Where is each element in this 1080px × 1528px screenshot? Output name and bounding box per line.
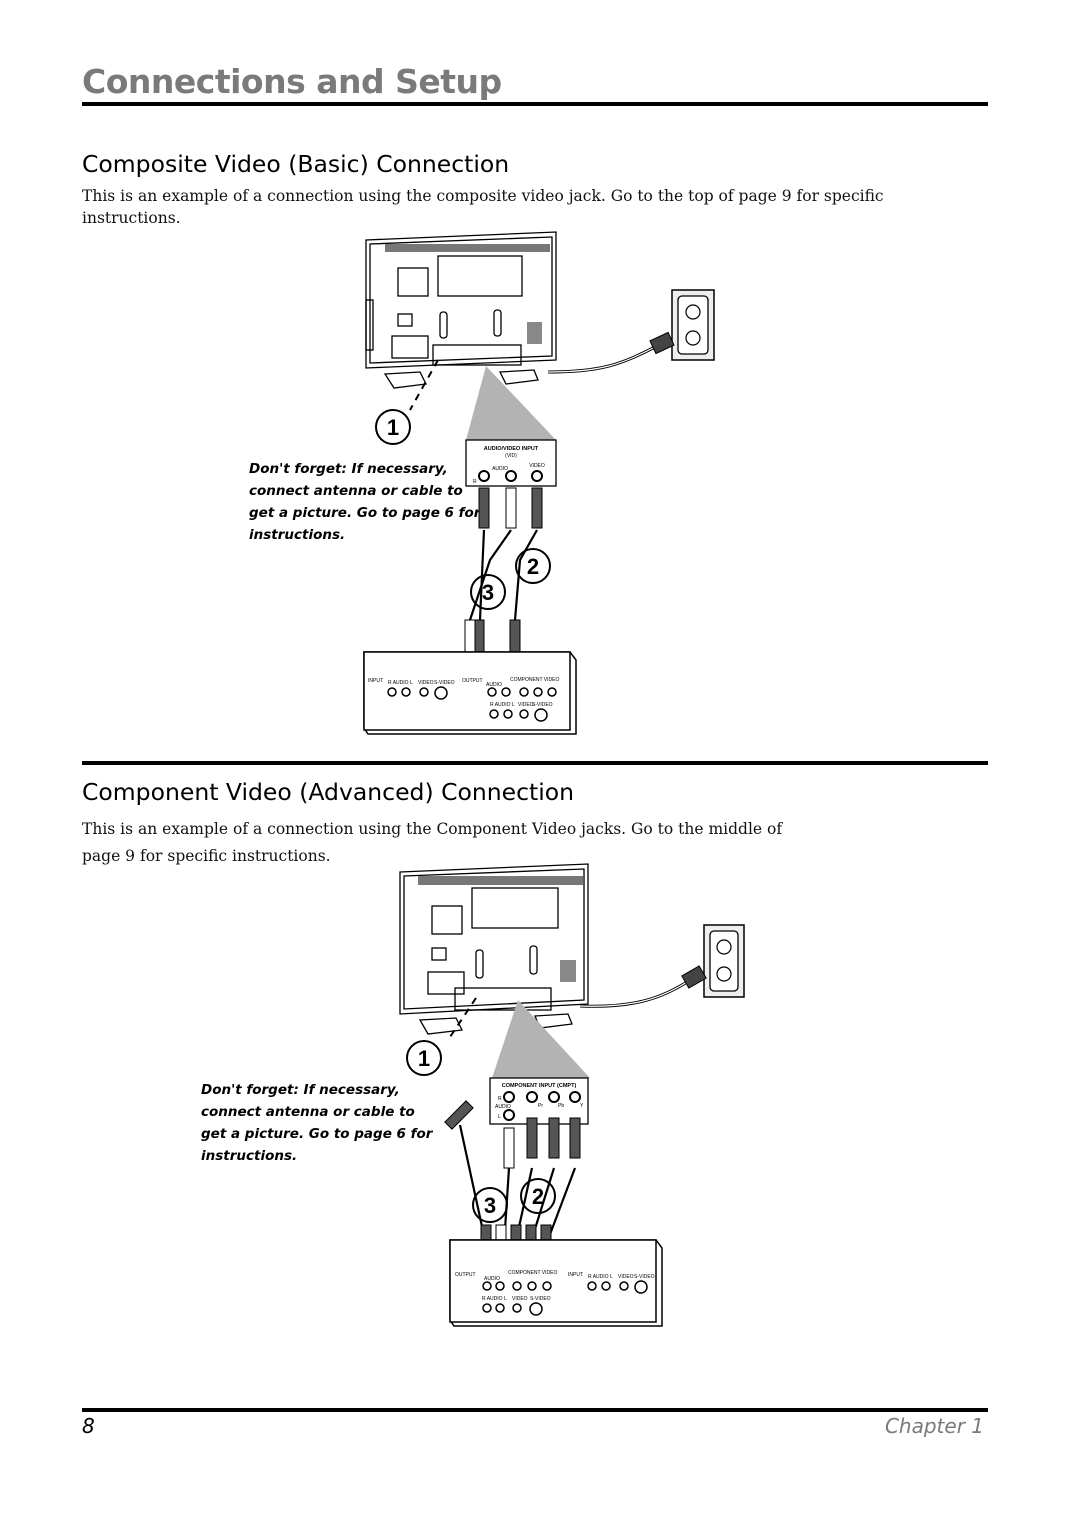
src-raudiol-label: R AUDIO L [388, 680, 413, 686]
callout-3: 3 [472, 1187, 508, 1223]
src-video-label-2: VIDEO [518, 702, 534, 708]
src-video-label: VIDEO [512, 1296, 528, 1302]
callout-2: 2 [515, 548, 551, 584]
cmpt-panel-y: Y [580, 1103, 584, 1109]
body-line: This is an example of a connection using… [82, 820, 783, 838]
tv-back [399, 863, 589, 1035]
av-input-panel: AUDIO/VIDEO INPUT (VID) AUDIO VIDEO R [465, 439, 557, 487]
callout-2-label: 2 [527, 554, 539, 579]
section-body-component: This is an example of a connection using… [82, 816, 982, 870]
note-line: instructions. [249, 527, 346, 543]
src-component-label: COMPONENT VIDEO [508, 1270, 557, 1276]
src-svideo-label-2: S-VIDEO [634, 1274, 655, 1280]
antenna-note: Don't forget: If necessary, connect ante… [249, 458, 480, 546]
note-line: get a picture. Go to page 6 for [201, 1126, 433, 1142]
callout-1-label: 1 [418, 1046, 430, 1071]
zoom-wedge [466, 366, 556, 440]
callout-3-label: 3 [484, 1193, 496, 1218]
src-svideo-label: S-VIDEO [530, 1296, 551, 1302]
av-panel-video: VIDEO [529, 463, 545, 469]
antenna-note: Don't forget: If necessary, connect ante… [201, 1079, 432, 1167]
power-plug [649, 331, 675, 355]
src-audio-label: AUDIO [484, 1276, 500, 1282]
src-raudiol-label: R AUDIO L [482, 1296, 507, 1302]
cmpt-panel-r: R [498, 1096, 502, 1102]
component-input-panel: COMPONENT INPUT (CMPT) R AUDIO L Pr Pb Y [489, 1077, 589, 1125]
src-input-label: INPUT [368, 678, 383, 684]
note-line: Don't forget: If necessary, [249, 461, 448, 477]
cmpt-panel-audio: AUDIO [495, 1104, 511, 1110]
tv-back [365, 231, 557, 389]
src-input-label: INPUT [568, 1272, 583, 1278]
header-rule [82, 102, 988, 106]
wall-outlet [703, 924, 745, 998]
page-number: 8 [82, 1414, 95, 1438]
callout-3-label: 3 [482, 580, 494, 605]
callout-3: 3 [470, 574, 506, 610]
footer-rule [82, 1408, 988, 1412]
callout-2-label: 2 [532, 1184, 544, 1209]
source-device: INPUT R AUDIO L VIDEO S-VIDEO OUTPUT COM… [363, 651, 577, 735]
src-svideo-label-2: S-VIDEO [532, 702, 553, 708]
cmpt-panel-pb: Pb [558, 1103, 564, 1109]
src-video-label: VIDEO [418, 680, 434, 686]
body-line: This is an example of a connection using… [82, 187, 884, 205]
section-heading-component: Component Video (Advanced) Connection [82, 778, 575, 806]
wall-outlet [671, 289, 715, 361]
zoom-wedge [492, 1000, 590, 1078]
dashed-leader [409, 359, 439, 411]
src-output-label: OUTPUT [462, 678, 483, 684]
callout-2: 2 [520, 1178, 556, 1214]
section-rule [82, 761, 988, 765]
chapter-label: Chapter 1 [884, 1414, 984, 1438]
src-video-label-2: VIDEO [618, 1274, 634, 1280]
note-line: instructions. [201, 1148, 298, 1164]
cmpt-panel-l: L [498, 1114, 501, 1120]
section-heading-composite: Composite Video (Basic) Connection [82, 150, 510, 178]
component-connection-diagram: 1 2 3 COMPONENT INPUT (CMPT) R AUDIO L P… [399, 863, 745, 1327]
jack-audio-r [478, 470, 490, 482]
power-plug [681, 965, 707, 989]
av-panel-subtitle: (VID) [505, 453, 517, 459]
src-audio-label: AUDIO [486, 682, 502, 688]
section-body-composite: This is an example of a connection using… [82, 185, 982, 229]
note-line: connect antenna or cable to [201, 1104, 415, 1120]
jack-video [531, 470, 543, 482]
note-line: get a picture. Go to page 6 for [249, 505, 481, 521]
note-line: Don't forget: If necessary, [201, 1082, 400, 1098]
page-title: Connections and Setup [82, 62, 502, 101]
src-svideo-label: S-VIDEO [434, 680, 455, 686]
src-component-label: COMPONENT VIDEO [510, 677, 559, 683]
body-line: page 9 for specific instructions. [82, 847, 331, 865]
source-device: OUTPUT COMPONENT VIDEO AUDIO R AUDIO L V… [449, 1239, 663, 1327]
body-line: instructions. [82, 209, 181, 227]
cmpt-panel-pr: Pr [538, 1103, 543, 1109]
src-raudiol-label-2: R AUDIO L [588, 1274, 613, 1280]
jack-audio-l [505, 470, 517, 482]
note-line: connect antenna or cable to [249, 483, 463, 499]
cmpt-panel-title: COMPONENT INPUT (CMPT) [502, 1083, 577, 1089]
composite-connection-diagram: 1 2 3 AUDIO/VIDEO INPUT (VID) AUDIO VIDE… [363, 231, 715, 735]
callout-1-label: 1 [387, 415, 399, 440]
dashed-leader [447, 997, 477, 1041]
callout-1: 1 [375, 409, 411, 445]
src-raudiol-label-2: R AUDIO L [490, 702, 515, 708]
av-panel-title: AUDIO/VIDEO INPUT [484, 446, 539, 452]
av-panel-r: R [473, 479, 477, 485]
av-panel-audio: AUDIO [492, 466, 508, 472]
src-output-label: OUTPUT [455, 1272, 476, 1278]
callout-1: 1 [406, 1040, 442, 1076]
